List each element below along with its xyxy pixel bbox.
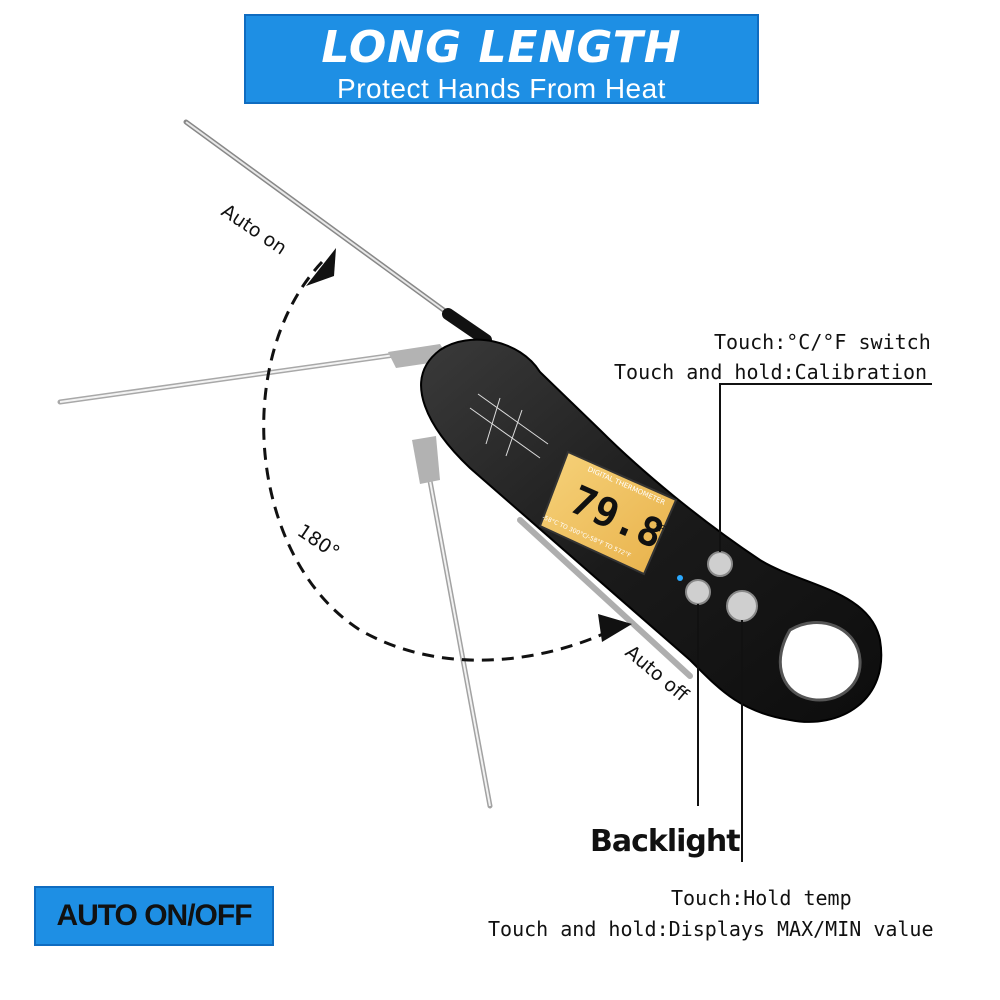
auto-on-label: Auto on [217,200,291,260]
probe-horizontal [57,344,450,405]
header-banner: LONG LENGTH Protect Hands From Heat [244,14,759,104]
lcd-screen [538,450,678,576]
angle-label: 180° [293,520,343,564]
banner-subtitle: Protect Hands From Heat [337,73,666,104]
callout-lines [697,383,932,862]
probe-folded [517,517,693,679]
callout-calibration: Touch and hold:Calibration [614,360,928,384]
callout-hold-temp: Touch:Hold temp [671,886,852,910]
banner-title: LONG LENGTH [321,22,682,73]
arc-arrow-bottom [598,614,632,642]
rotation-arc [262,260,613,662]
backlight-indicator [677,575,683,581]
thermometer-body [420,338,883,723]
probe-lower [412,436,493,809]
backlight-button [685,579,711,605]
callout-backlight: Backlight [590,824,741,859]
callout-unit-switch: Touch:°C/°F switch [714,330,931,354]
auto-on-off-badge: AUTO ON/OFF [34,886,274,946]
probe-upper [183,119,492,346]
temp-chart-lines [469,393,549,459]
unit-switch-button [707,551,733,577]
lcd-unit: °F [652,521,667,536]
hold-button [726,590,758,622]
arc-arrow-top [306,248,336,286]
bottle-opener [778,620,862,702]
callout-max-min: Touch and hold:Displays MAX/MIN value [488,917,934,941]
